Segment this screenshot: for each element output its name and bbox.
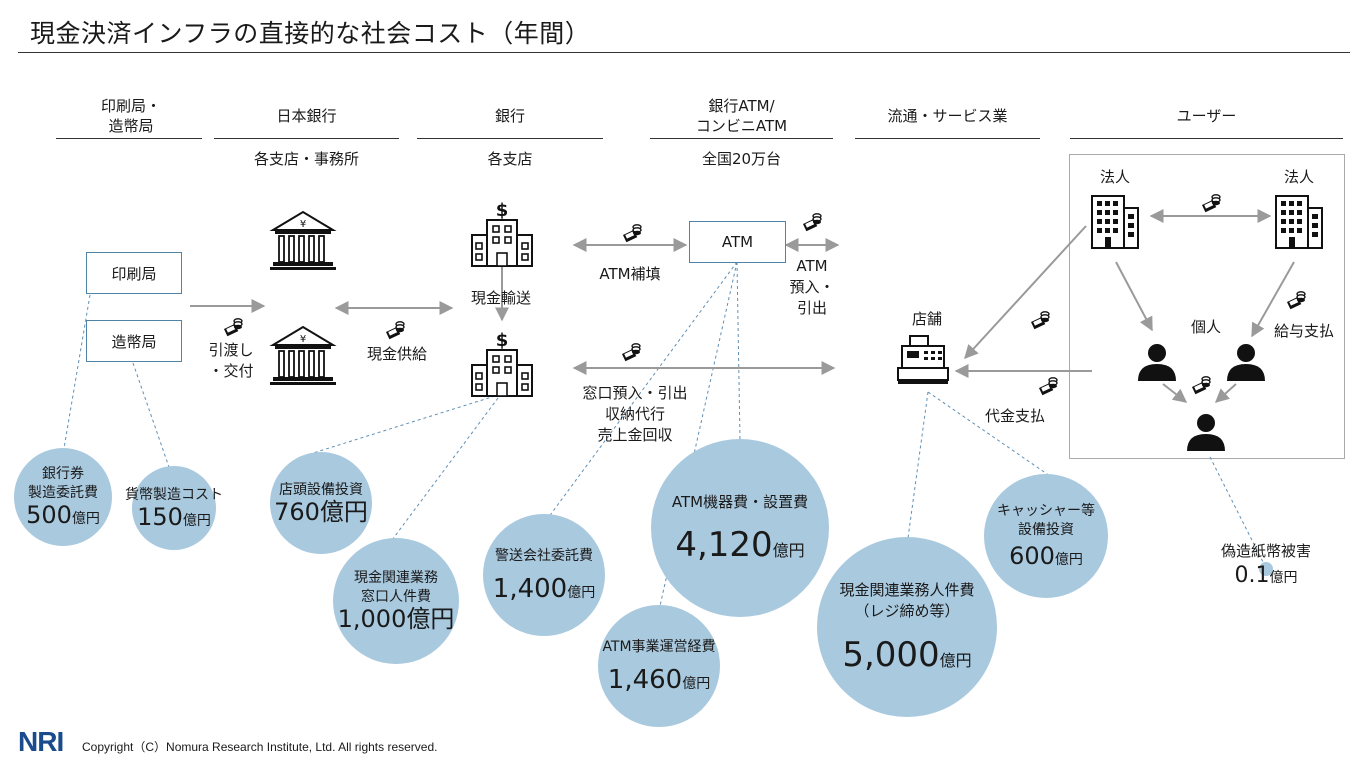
cost-bubble-counter-staff: 現金関連業務 窓口人件費 1,000億円 [333,538,459,664]
bubble-value: 760億円 [274,497,368,526]
person-icon [1227,344,1265,381]
corporation-label: 法人 [1283,168,1314,186]
page-title: 現金決済インフラの直接的な社会コスト（年間） [30,19,591,48]
column-rule [855,138,1040,139]
cost-bubble-coin: 貨幣製造コスト 150億円 [125,466,223,550]
column-sub-bank: 各支店 [487,150,533,168]
column-rule [650,138,833,139]
column-header-user: ユーザー [1176,107,1237,125]
bubble-title: ATM事業運営経費 [602,638,716,655]
cash-icon [223,318,243,337]
bubble-value: 500 [26,501,72,530]
column-header-bank: 銀行 [494,107,525,125]
corporation-label: 法人 [1099,168,1130,186]
bubble-unit: 億円 [567,584,596,601]
cost-bubble-banknote: 銀行券 製造委託費 500億円 [14,448,112,546]
cash-icon [1030,311,1050,330]
cash-register-icon [897,335,949,385]
nri-logo: NRI [18,726,64,757]
column-rule [214,138,399,139]
bubble-title: 現金関連業務人件費 （レジ締め等） [839,581,975,621]
bubble-value: 150 [137,502,183,531]
atm-box: ATM [689,221,786,263]
bubble-unit: 億円 [682,675,711,692]
column-sub-boj: 各支店・事務所 [253,150,359,168]
cost-bubble-retail-staff: 現金関連業務人件費 （レジ締め等） 5,000億円 [817,537,997,717]
corporate-building-icon [1091,195,1139,249]
bubble-unit: 億円 [1054,552,1083,569]
column-rule [1070,138,1343,139]
column-sub-atm: 全国20万台 [701,150,782,168]
handover-label: 引渡し ・交付 [208,341,254,380]
cost-bubble-cashier: キャッシャー等 設備投資 600億円 [984,474,1108,598]
bubble-value: 1,400 [492,573,568,604]
cost-bubble-atm-ops: ATM事業運営経費 1,460億円 [598,605,720,727]
cash-icon [1286,291,1306,310]
cash-icon [802,213,822,232]
bubble-title: 偽造紙幣被害 [1220,542,1311,560]
salary-payment-label: 給与支払 [1273,322,1334,340]
cost-bubble-counterfeit [1259,562,1273,576]
bubble-value: 0.1 [1234,563,1270,588]
title-divider [18,52,1350,53]
central-bank-icon [269,326,337,386]
bubble-title: 銀行券 製造委託費 [28,466,98,502]
column-header-atm: 銀行ATM/ コンビニATM [695,97,788,135]
cash-icon [622,224,642,243]
cost-bubble-branch-capex: 店頭設備投資 760億円 [270,452,372,554]
store-label: 店舗 [911,310,942,328]
atm-deposit-label: ATM 預入・ 引出 [789,257,835,317]
corporate-building-icon [1275,195,1323,249]
atm-refill-label: ATM補填 [599,265,661,283]
column-header-retail: 流通・サービス業 [887,107,1008,125]
cost-bubble-atm-equipment: ATM機器費・設置費 4,120億円 [651,439,829,617]
mint-bureau-box: 造幣局 [86,320,182,362]
payment-label: 代金支払 [984,407,1045,425]
bubble-title: キャッシャー等 設備投資 [997,503,1095,539]
column-header-printing-mint: 印刷局・ 造幣局 [100,97,161,135]
bubble-title: 貨幣製造コスト [125,486,223,503]
column-header-boj: 日本銀行 [276,107,337,125]
bubble-unit: 億円 [182,512,211,529]
person-icon [1138,344,1176,381]
column-rule [417,138,603,139]
column-rule [56,138,202,139]
bubble-title: 店頭設備投資 [279,481,363,498]
central-bank-icon [269,211,337,271]
bubble-title: 警送会社委託費 [495,547,593,564]
bubble-value: 600 [1009,542,1055,571]
cash-transport-label: 現金輸送 [470,289,531,307]
bubble-unit: 億円 [71,511,100,528]
bank-building-icon [471,329,533,397]
bubble-unit: 億円 [1269,570,1298,586]
bubble-value: 4,120 [675,524,773,565]
cash-supply-label: 現金供給 [366,345,427,363]
printing-bureau-box: 印刷局 [86,252,182,294]
individual-label: 個人 [1190,318,1221,336]
cash-icon [1201,194,1221,213]
bubble-value: 5,000 [842,635,940,676]
cash-icon [621,343,641,362]
cost-bubble-security: 警送会社委託費 1,400億円 [483,514,605,636]
person-icon [1187,414,1225,451]
bubble-value: 1,000億円 [337,605,455,634]
counterfeit-label: 偽造紙幣被害 0.1億円 [1196,540,1336,588]
cash-icon [385,321,405,340]
cash-icon [1038,377,1058,396]
bubble-title: ATM機器費・設置費 [671,492,809,511]
counter-services-label: 窓口預入・引出 収納代行 売上金回収 [582,384,688,444]
bubble-title: 現金関連業務 窓口人件費 [354,570,438,606]
bubble-unit: 億円 [939,651,972,671]
bubble-value: 1,460 [607,664,683,695]
bank-building-icon [471,199,533,267]
bubble-unit: 億円 [772,540,805,560]
copyright-text: Copyright（C）Nomura Research Institute, L… [82,740,438,754]
cash-icon [1191,376,1211,395]
